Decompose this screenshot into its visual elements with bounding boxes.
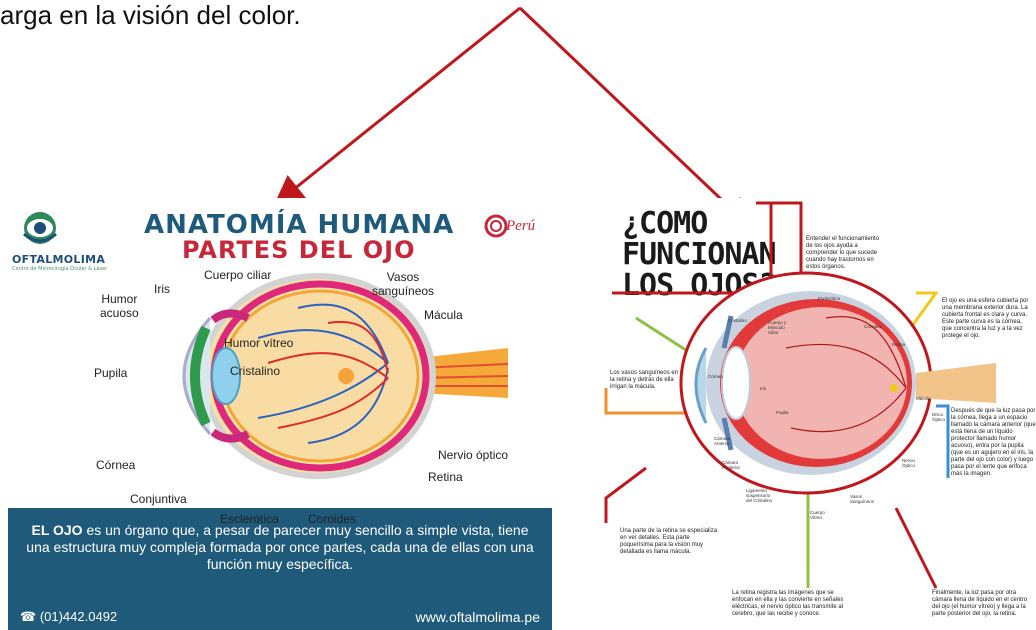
website-url: www.oftalmolima.pe: [415, 609, 541, 625]
info-body: es un órgano que, a pesar de parecer muy…: [26, 522, 534, 572]
how-eyes-work-poster: ¿COMO FUNCIONAN LOS OJOS? Entender el fu…: [596, 198, 1036, 630]
title-line-1: ¿COMO: [622, 206, 708, 241]
top-text: arga en la visión del color.: [0, 0, 301, 30]
eye-label-vasos: Vasos Sanguíneos: [850, 494, 875, 504]
peru-logo-text: Perú: [506, 218, 536, 234]
title-line-2: FUNCIONAN: [622, 237, 777, 272]
peru-logo-icon: [484, 214, 508, 238]
brand-tagline: Centro de Microcirugía Ocular & Láser: [12, 266, 108, 272]
eye-label-iris: Iris: [760, 386, 766, 391]
poster-title: ANATOMÍA HUMANA: [144, 210, 455, 240]
phone-text: (01)442.0492: [39, 609, 118, 624]
eye-label-macula: Mácula: [916, 396, 931, 401]
eye-anatomy-poster: OFTALMOLIMA Centro de Microcirugía Ocula…: [8, 198, 552, 630]
label-coroides: Coroides: [308, 512, 357, 526]
phone-number: ☎ (01)442.0492: [20, 609, 117, 625]
label-humor-vitreo: Humor vítreo: [224, 336, 294, 350]
label-cristalino: Cristalino: [230, 364, 281, 378]
label-humor-acuoso: Humor acuoso: [100, 292, 139, 320]
label-retina: Retina: [428, 470, 463, 484]
eye-label-cuerpo-vitreo: Cuerpo Vítreo: [810, 510, 825, 520]
eye-label-camara-anterior: Cámara Anterior: [714, 436, 731, 446]
label-iris: Iris: [154, 282, 170, 296]
info-text: EL OJO es un órgano que, a pesar de pare…: [18, 522, 542, 573]
note-right-top: El ojo es una esfera cubierta por una me…: [942, 298, 1029, 339]
note-right-mid: Después de que la luz pasa por la córnea…: [951, 408, 1036, 477]
label-macula: Mácula: [424, 308, 463, 322]
eye-label-camara-posterior: Cámara Posterior: [722, 460, 741, 470]
eye-label-cuerpo-ciliar: Cuerpo y Músculo Ciliar: [768, 320, 787, 335]
note-bottom: La retina registra las imágenes que se e…: [732, 590, 844, 617]
eye-cross-section: [604, 201, 996, 589]
note-right-bottom: Finalmente, la luz pasa por otra cámara …: [932, 590, 1028, 617]
label-esclerotica: Esclerótica: [220, 512, 279, 526]
label-vasos: Vasos sanguíneos: [372, 270, 435, 298]
eye-label-nervio: Nervio Óptico: [902, 458, 916, 468]
info-box: EL OJO es un órgano que, a pesar de pare…: [8, 508, 552, 630]
eye-label-disco-optico: Disco Óptico: [932, 412, 946, 422]
oftalmolima-logo-icon: [23, 212, 57, 244]
note-left-bottom: Una parte de la retina se especializa en…: [620, 528, 718, 555]
eye-label-retina: Retina: [892, 342, 906, 347]
phone-icon: ☎: [20, 609, 40, 624]
poster-subtitle: PARTES DEL OJO: [182, 236, 416, 264]
eye-diagram: [182, 273, 508, 479]
note-top: Entender el funcionamiento de los ojos a…: [806, 236, 880, 270]
label-nervio-optico: Nervio óptico: [438, 448, 509, 462]
eye-label-pupila: Pupila: [776, 410, 789, 415]
brand-name: OFTALMOLIMA: [12, 253, 106, 266]
eye-label-ligamentos: Ligamento suspensorio del Cristalino: [746, 488, 773, 503]
note-left: Los vasos sanguíneos en la retina y detr…: [610, 370, 679, 390]
eye-label-coroides: Coroides: [864, 324, 883, 329]
eye-label-cristalino: Cristalino: [728, 318, 747, 323]
label-conjuntiva: Conjuntiva: [130, 492, 187, 506]
info-lead: EL OJO: [31, 522, 83, 538]
label-cornea: Córnea: [96, 458, 136, 472]
eye-label-cornea: Córnea: [708, 374, 723, 379]
label-pupila: Pupila: [94, 366, 128, 380]
label-cuerpo-ciliar: Cuerpo ciliar: [204, 268, 272, 282]
eye-label-esclerotica: Esclerótica: [818, 296, 841, 301]
